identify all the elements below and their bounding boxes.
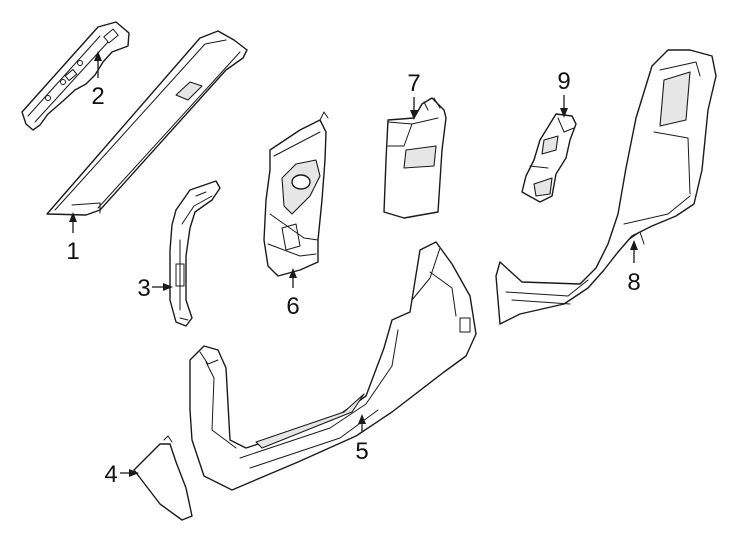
callout-4: 4 (104, 461, 117, 488)
callout-8: 8 (627, 269, 640, 296)
callout-3: 3 (137, 275, 150, 302)
part-2-bracket (21, 21, 130, 131)
part-4-cover (133, 435, 193, 521)
part-5-sill-trim (189, 241, 477, 491)
callout-labels: 1 2 3 4 5 6 7 8 9 (66, 68, 640, 488)
part-3-trim (169, 180, 221, 327)
part-7-trim (383, 97, 447, 219)
part-8-quarter-trim (495, 49, 717, 325)
callout-1: 1 (66, 238, 79, 265)
callout-5: 5 (355, 438, 368, 465)
callout-7: 7 (407, 70, 420, 97)
callout-2: 2 (91, 83, 104, 110)
callout-6: 6 (286, 293, 299, 320)
part-6-pillar-trim (263, 111, 329, 277)
callout-leaders (69, 51, 638, 477)
part-9-bracket (521, 113, 577, 203)
part-1-pillar-trim (46, 30, 248, 216)
callout-9: 9 (557, 68, 570, 95)
